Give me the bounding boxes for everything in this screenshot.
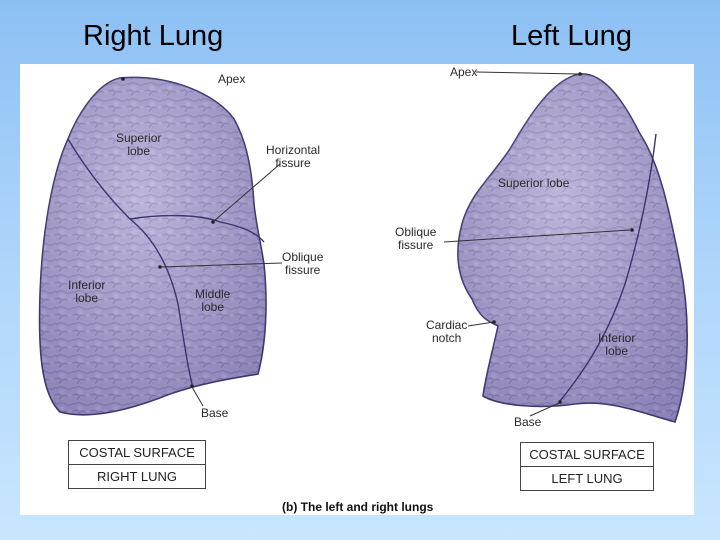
left-lung-caption-box: COSTAL SURFACE LEFT LUNG	[520, 442, 654, 491]
right-surface-label: COSTAL SURFACE	[79, 445, 195, 460]
leader-lines	[160, 71, 631, 417]
left-oblique-fissure-label: Oblique fissure	[395, 225, 437, 252]
right-lung-name-label: RIGHT LUNG	[69, 464, 205, 488]
lung-illustration	[38, 71, 688, 423]
left-lung-title: Left Lung	[511, 20, 632, 52]
left-base-label: Base	[514, 415, 542, 429]
left-lung-shape	[457, 72, 688, 423]
right-inferior-lobe-label: Inferior lobe	[68, 278, 106, 305]
right-superior-lobe-label: Superior lobe	[116, 131, 162, 158]
right-lung-title: Right Lung	[83, 20, 224, 52]
horizontal-fissure-label: Horizontal fissure	[266, 143, 321, 170]
left-apex-label: Apex	[450, 65, 478, 79]
lung-figure: Apex Superior lobe Horizontal fissure Ob…	[20, 64, 694, 515]
right-lung-shape	[38, 76, 267, 416]
right-apex-label: Apex	[218, 72, 246, 86]
left-lung-name-label: LEFT LUNG	[521, 466, 653, 490]
cardiac-notch-label: Cardiac notch	[426, 318, 468, 345]
left-surface-label: COSTAL SURFACE	[529, 447, 645, 462]
figure-caption: (b) The left and right lungs	[282, 500, 434, 514]
right-base-label: Base	[201, 406, 229, 420]
left-superior-lobe-label: Superior lobe	[498, 176, 570, 190]
middle-lobe-label: Middle lobe	[195, 287, 231, 314]
right-lung-caption-box: COSTAL SURFACE RIGHT LUNG	[68, 440, 206, 489]
left-inferior-lobe-label: Inferior lobe	[598, 331, 636, 358]
right-oblique-fissure-label: Oblique fissure	[282, 250, 324, 277]
